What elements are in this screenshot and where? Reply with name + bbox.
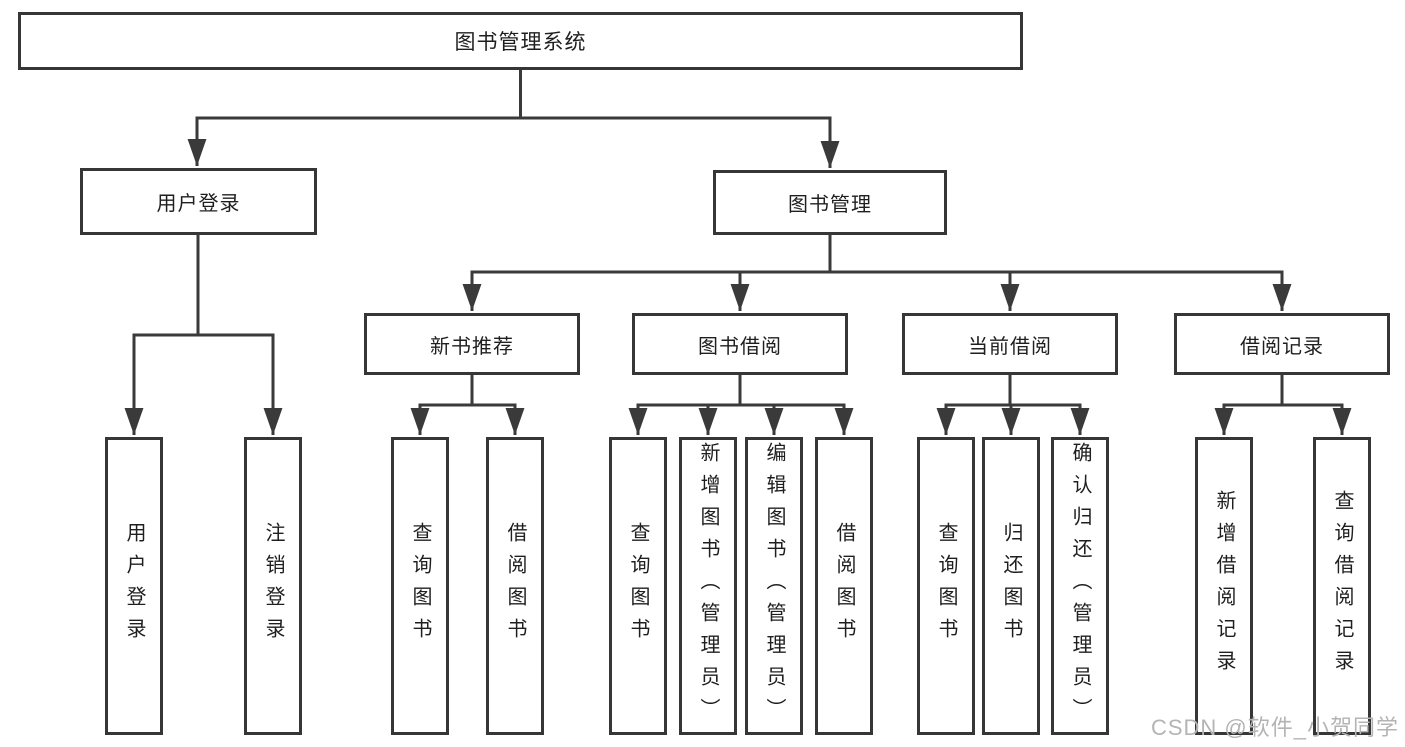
node-borrow-records: 借阅记录 [1174, 313, 1390, 375]
leaf-label: 归还图书 [1000, 522, 1022, 650]
leaf-label: 新增图书（管理员） [697, 442, 719, 730]
leaf-current-return: 归还图书 [982, 437, 1040, 735]
leaf-user-login: 用户登录 [105, 437, 163, 735]
leaf-borrow-edit-admin: 编辑图书（管理员） [745, 437, 803, 735]
leaf-current-query: 查询图书 [917, 437, 975, 735]
node-user-login: 用户登录 [80, 168, 317, 235]
leaf-borrow-query: 查询图书 [609, 437, 667, 735]
leaf-label: 用户登录 [123, 522, 145, 650]
leaf-label: 注销登录 [262, 522, 284, 650]
leaf-label: 查询借阅记录 [1331, 490, 1353, 682]
node-label: 用户登录 [156, 193, 241, 215]
leaf-label: 借阅图书 [833, 522, 855, 650]
watermark: CSDN @软件_小贺同学 [1150, 715, 1399, 740]
node-label: 图书管理 [788, 194, 872, 216]
leaf-label: 查询图书 [409, 522, 431, 650]
leaf-label: 确认归还（管理员） [1069, 442, 1091, 730]
node-label: 新书推荐 [430, 335, 514, 358]
node-book-management: 图书管理 [713, 170, 947, 235]
leaf-label: 查询图书 [935, 522, 957, 650]
leaf-label: 编辑图书（管理员） [763, 442, 785, 730]
leaf-current-confirm-admin: 确认归还（管理员） [1051, 437, 1109, 735]
leaf-borrow-borrow: 借阅图书 [815, 437, 873, 735]
leaf-records-add: 新增借阅记录 [1195, 437, 1253, 735]
node-label: 图书借阅 [698, 335, 782, 358]
node-current-borrow: 当前借阅 [902, 313, 1118, 375]
leaf-label: 查询图书 [627, 522, 649, 650]
node-new-book-recommend: 新书推荐 [364, 313, 580, 375]
leaf-logout: 注销登录 [244, 437, 302, 735]
node-label: 图书管理系统 [454, 31, 587, 54]
node-book-borrow: 图书借阅 [632, 313, 848, 375]
leaf-borrow-add-admin: 新增图书（管理员） [679, 437, 737, 735]
leaf-newbooks-borrow: 借阅图书 [486, 437, 544, 735]
leaf-label: 借阅图书 [504, 522, 526, 650]
node-label: 借阅记录 [1240, 335, 1324, 358]
node-label: 当前借阅 [968, 335, 1052, 358]
leaf-records-query: 查询借阅记录 [1313, 437, 1371, 735]
leaf-newbooks-query: 查询图书 [391, 437, 449, 735]
leaf-label: 新增借阅记录 [1213, 490, 1235, 682]
node-library-system: 图书管理系统 [18, 12, 1023, 70]
